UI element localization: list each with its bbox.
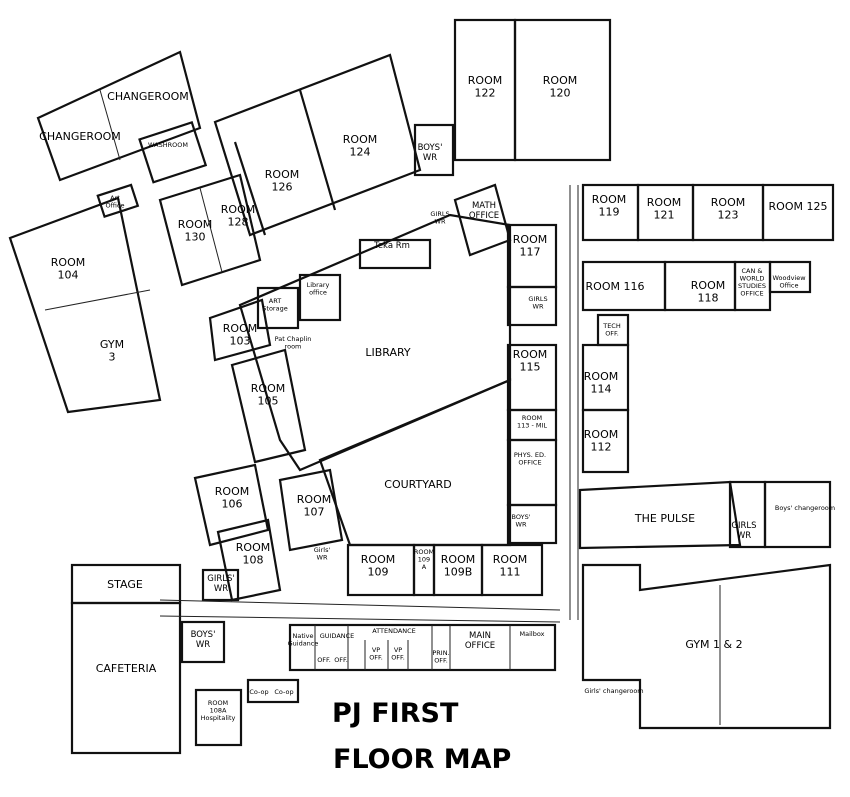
room-116-label: ROOM 116 [586, 280, 645, 293]
cafeteria-label: CAFETERIA [96, 662, 157, 675]
library-label: LIBRARY [365, 346, 411, 359]
walls [8, 18, 835, 755]
girls-wr-108-label: Girls'WR [314, 546, 331, 562]
stage-label: STAGE [107, 578, 143, 591]
room-125-label: ROOM 125 [769, 200, 828, 213]
mailbox-label: Mailbox [520, 630, 545, 638]
changeroom-top-label: CHANGEROOM [107, 90, 189, 103]
washroom-label: WASHROOM [148, 141, 188, 149]
prin-off-label: PRIN.OFF. [432, 649, 449, 665]
map-title-line2: FLOOR MAP [333, 744, 511, 775]
off-1-label: OFF. [317, 656, 331, 664]
attendance-label: ATTENDANCE [372, 627, 416, 635]
coop-2-label: Co-op [274, 688, 293, 696]
coop-1-label: Co-op [249, 688, 268, 696]
the-pulse-label: THE PULSE [634, 512, 695, 525]
changeroom-left-label: CHANGEROOM [39, 130, 121, 143]
girls-wr-stage-label: GIRLS'WR [207, 574, 234, 594]
courtyard-label: COURTYARD [384, 478, 451, 491]
gym-1-2-label: GYM 1 & 2 [685, 638, 742, 651]
map-title-line1: PJ FIRST [332, 698, 459, 729]
boys-wr-mid-label: BOYS'WR [512, 513, 531, 529]
boys-wr-top-label: BOYS'WR [418, 143, 443, 163]
off-2-label: OFF. [334, 656, 348, 664]
phys-ed-label: PHYS. ED.OFFICE [514, 451, 546, 467]
boys-wr-caf-label: BOYS'WR [191, 630, 216, 650]
guidance-label: GUIDANCE [320, 632, 355, 640]
girls-changeroom-label: Girls' changeroom [584, 687, 643, 695]
boys-changeroom-label: Boys' changeroom [775, 504, 835, 512]
teka-rm-label: Teka Rm [373, 241, 410, 251]
